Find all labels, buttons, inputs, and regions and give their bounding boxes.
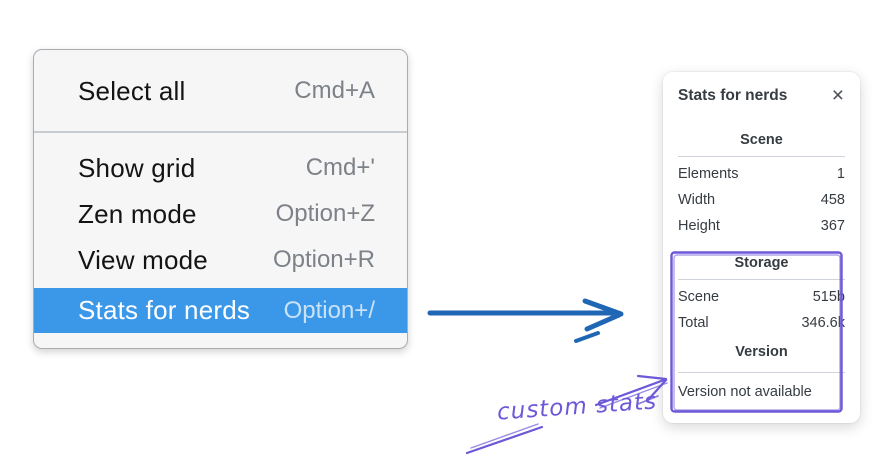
close-icon[interactable]: × bbox=[831, 84, 844, 107]
section-heading: Scene bbox=[740, 132, 783, 148]
menu-item-view-mode[interactable]: View mode Option+R bbox=[34, 237, 407, 283]
menu-item-label: Select all bbox=[78, 75, 186, 106]
stat-row: Scene 515b bbox=[678, 284, 845, 310]
stat-value: 515b bbox=[812, 289, 845, 305]
section-rule bbox=[678, 156, 845, 157]
menu-item-label: View mode bbox=[78, 244, 208, 275]
stat-value: 458 bbox=[820, 192, 845, 208]
stat-value: 346.6k bbox=[801, 315, 845, 331]
stat-row: Elements 1 bbox=[678, 161, 845, 187]
stat-value: 367 bbox=[820, 218, 845, 234]
panel-title: Stats for nerds bbox=[678, 87, 788, 104]
stat-row: Height 367 bbox=[678, 213, 845, 239]
stat-row: Width 458 bbox=[678, 187, 845, 213]
menu-item-label: Show grid bbox=[78, 152, 196, 183]
menu-item-shortcut: Option+Z bbox=[275, 200, 375, 227]
menu-item-select-all[interactable]: Select all Cmd+A bbox=[34, 64, 407, 118]
stat-value: 1 bbox=[836, 166, 845, 182]
stat-label: Total bbox=[678, 315, 709, 331]
menu-divider bbox=[34, 131, 407, 133]
stat-label: Elements bbox=[678, 166, 739, 182]
menu-item-label: Stats for nerds bbox=[78, 295, 251, 325]
stat-label: Scene bbox=[678, 289, 720, 305]
stat-row: Version not available bbox=[678, 377, 845, 407]
section-heading: Storage bbox=[734, 255, 789, 271]
menu-item-show-grid[interactable]: Show grid Cmd+' bbox=[34, 145, 407, 191]
menu-item-shortcut: Option+R bbox=[272, 246, 375, 273]
menu-item-shortcut: Cmd+A bbox=[294, 77, 375, 104]
stats-panel-header: Stats for nerds × bbox=[678, 84, 845, 107]
stat-row: Total 346.6k bbox=[678, 310, 845, 336]
section-heading: Version bbox=[735, 344, 788, 360]
menu-item-label: Zen mode bbox=[78, 198, 197, 229]
menu-item-shortcut: Option+/ bbox=[283, 296, 375, 324]
menu-item-zen-mode[interactable]: Zen mode Option+Z bbox=[34, 191, 407, 237]
menu-item-stats-for-nerds[interactable]: Stats for nerds Option+/ bbox=[34, 288, 407, 333]
section-rule bbox=[678, 279, 845, 280]
section-rule bbox=[678, 372, 845, 373]
stat-label: Width bbox=[678, 192, 716, 208]
blue-arrow bbox=[427, 298, 624, 343]
menu-item-shortcut: Cmd+' bbox=[305, 154, 375, 181]
stat-label: Height bbox=[678, 218, 720, 234]
annotation-label: custom stats bbox=[496, 388, 658, 426]
stat-label: Version not available bbox=[678, 384, 812, 400]
